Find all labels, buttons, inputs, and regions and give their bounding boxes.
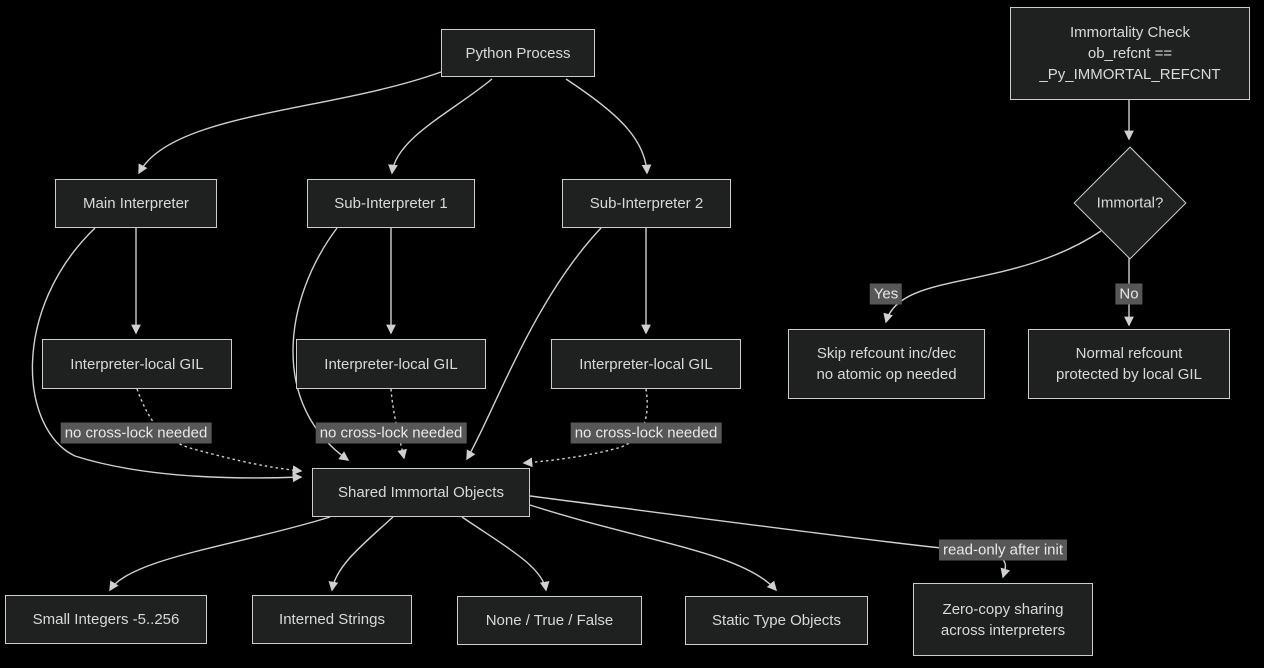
node-interned-strings: Interned Strings — [252, 595, 412, 644]
node-label-line: _Py_IMMORTAL_REFCNT — [1039, 66, 1221, 83]
node-skip-refcount: Skip refcount inc/dec no atomic op neede… — [788, 329, 985, 399]
edge-shared-to-small-integers — [109, 516, 331, 592]
node-label: Python Process — [465, 44, 571, 62]
edge-label-no: No — [1115, 283, 1143, 305]
node-gil-sub1: Interpreter-local GIL — [296, 339, 486, 389]
node-label: Main Interpreter — [83, 195, 189, 212]
node-label: Static Type Objects — [712, 612, 841, 629]
node-sub-interpreter-1: Sub-Interpreter 1 — [307, 179, 475, 228]
node-label: Interpreter-local GIL — [70, 355, 204, 373]
node-small-integers: Small Integers -5..256 — [5, 595, 207, 644]
edge-shared-to-zero-copy — [529, 495, 1011, 579]
node-label: Sub-Interpreter 2 — [589, 195, 704, 212]
node-label: Sub-Interpreter 1 — [334, 195, 448, 212]
node-sub-interpreter-2: Sub-Interpreter 2 — [562, 179, 731, 228]
node-normal-refcount: Normal refcount protected by local GIL — [1028, 329, 1230, 399]
node-label-line: Normal refcount — [1075, 345, 1183, 362]
node-immortal-decision-label: Immortal? — [1096, 194, 1164, 212]
node-label-line: protected by local GIL — [1056, 366, 1202, 383]
node-label-line: no atomic op needed — [816, 366, 957, 383]
node-gil-sub2: Interpreter-local GIL — [551, 339, 741, 389]
node-label: Interned Strings — [279, 611, 385, 628]
node-label-line: Skip refcount inc/dec — [816, 345, 957, 362]
edge-shared-to-static-types — [529, 504, 777, 592]
node-label-line: Immortality Check — [1069, 24, 1191, 41]
node-label: Small Integers -5..256 — [32, 611, 180, 628]
node-none-true-false: None / True / False — [457, 596, 642, 645]
node-shared-immortal-objects: Shared Immortal Objects — [312, 468, 530, 517]
node-label-line: Zero-copy sharing — [942, 600, 1064, 618]
edge-decision-yes-to-skip — [883, 230, 1102, 324]
node-static-type-objects: Static Type Objects — [685, 596, 868, 645]
node-main-interpreter: Main Interpreter — [55, 179, 217, 228]
edge-process-to-main — [138, 71, 442, 175]
edge-shared-to-interned-strings — [328, 516, 394, 592]
edge-label-no-cross-lock-sub2: no cross-lock needed — [570, 422, 722, 444]
node-label-line: ob_refcnt == — [1087, 45, 1173, 62]
node-python-process: Python Process — [441, 29, 595, 77]
edge-label-yes: Yes — [869, 283, 903, 305]
edge-label-read-only-after-init: read-only after init — [938, 539, 1068, 561]
edge-process-to-sub2 — [565, 78, 652, 175]
edge-shared-to-none-true-false — [461, 516, 550, 592]
edge-label-no-cross-lock-sub1: no cross-lock needed — [315, 422, 467, 444]
edge-label-no-cross-lock-main: no cross-lock needed — [60, 422, 212, 444]
node-label-line: across interpreters — [940, 621, 1066, 639]
node-zero-copy: Zero-copy sharing across interpreters — [913, 583, 1093, 656]
node-label: Interpreter-local GIL — [579, 355, 713, 373]
node-gil-main: Interpreter-local GIL — [42, 339, 232, 389]
edge-process-to-sub1 — [388, 78, 493, 175]
node-label: None / True / False — [485, 612, 614, 629]
node-label: Interpreter-local GIL — [324, 355, 458, 373]
node-immortality-check: Immortality Check ob_refcnt == _Py_IMMOR… — [1010, 7, 1250, 100]
node-label: Shared Immortal Objects — [338, 484, 504, 501]
